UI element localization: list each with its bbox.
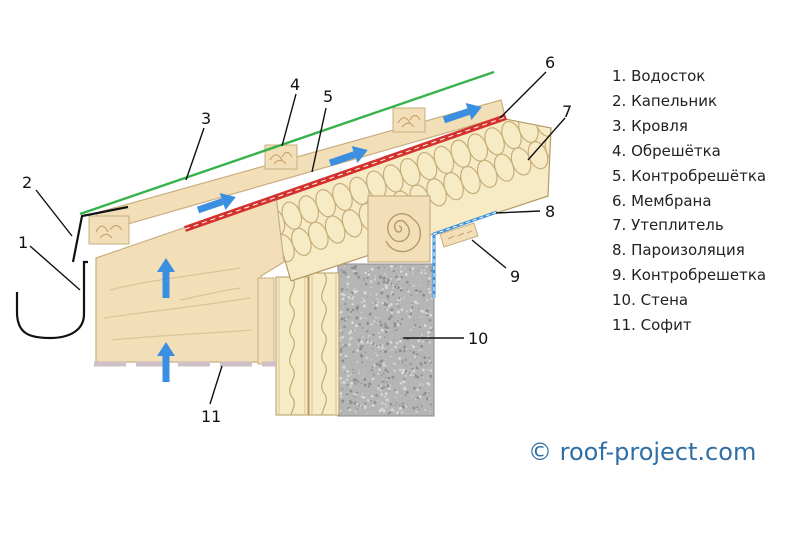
batten (392, 107, 426, 133)
vapor-barrier (432, 210, 498, 298)
legend-item-insulation: 7. Утеплитель (612, 216, 724, 235)
gutter (15, 260, 88, 340)
roofing-line (79, 70, 495, 216)
legend-item-gutter: 1. Водосток (612, 67, 706, 85)
wall-masonry (337, 263, 435, 417)
callout-11: 11 (201, 407, 221, 426)
legend-item-drip-edge: 2. Капельник (612, 91, 717, 110)
legend-item-roofing: 3. Кровля (612, 116, 688, 135)
legend-item-counter-batten-lower: 9. Контробрешетка (612, 266, 767, 285)
legend-item-wall: 10. Стена (612, 291, 689, 310)
airflow-arrow-icon (442, 103, 482, 124)
airflow-arrow-icon (328, 146, 368, 167)
drip-edge (71, 205, 129, 263)
callout-3: 3 (201, 109, 211, 128)
airflow-arrow-icon (196, 193, 236, 214)
callout-4: 4 (290, 75, 300, 94)
counter-batten-lower (439, 222, 479, 248)
callout-6: 6 (545, 53, 555, 72)
airflow-arrow-icon (157, 342, 175, 382)
callout-8: 8 (545, 202, 555, 221)
callout-2: 2 (22, 173, 32, 192)
legend-item-batten: 4. Обрешётка (612, 141, 721, 160)
wall-insulation (275, 272, 340, 416)
legend: 1. Водосток 2. Капельник 3. Кровля 4. Об… (612, 64, 766, 338)
legend-item-membrane: 6. Мембрана (612, 191, 712, 210)
airflow-arrows (157, 103, 482, 382)
callout-1: 1 (18, 233, 28, 252)
mauerlat-beam (367, 195, 431, 263)
batten (88, 215, 130, 245)
copyright-text: © roof-project.com (528, 438, 757, 466)
legend-item-soffit: 11. Софит (612, 316, 692, 335)
callout-numbers: 1 2 3 4 5 6 7 8 9 10 11 (18, 53, 572, 426)
callout-leaders (29, 71, 566, 405)
callout-9: 9 (510, 267, 520, 286)
legend-item-vapor-barrier: 8. Пароизоляция (612, 241, 745, 260)
callout-5: 5 (323, 87, 333, 106)
callout-10: 10 (468, 329, 488, 348)
airflow-arrow-icon (157, 258, 175, 298)
callout-7: 7 (562, 102, 572, 121)
batten (264, 144, 298, 170)
battens (88, 107, 426, 245)
membrane (184, 114, 507, 232)
legend-item-counter-batten: 5. Контробрешётка (612, 166, 767, 185)
